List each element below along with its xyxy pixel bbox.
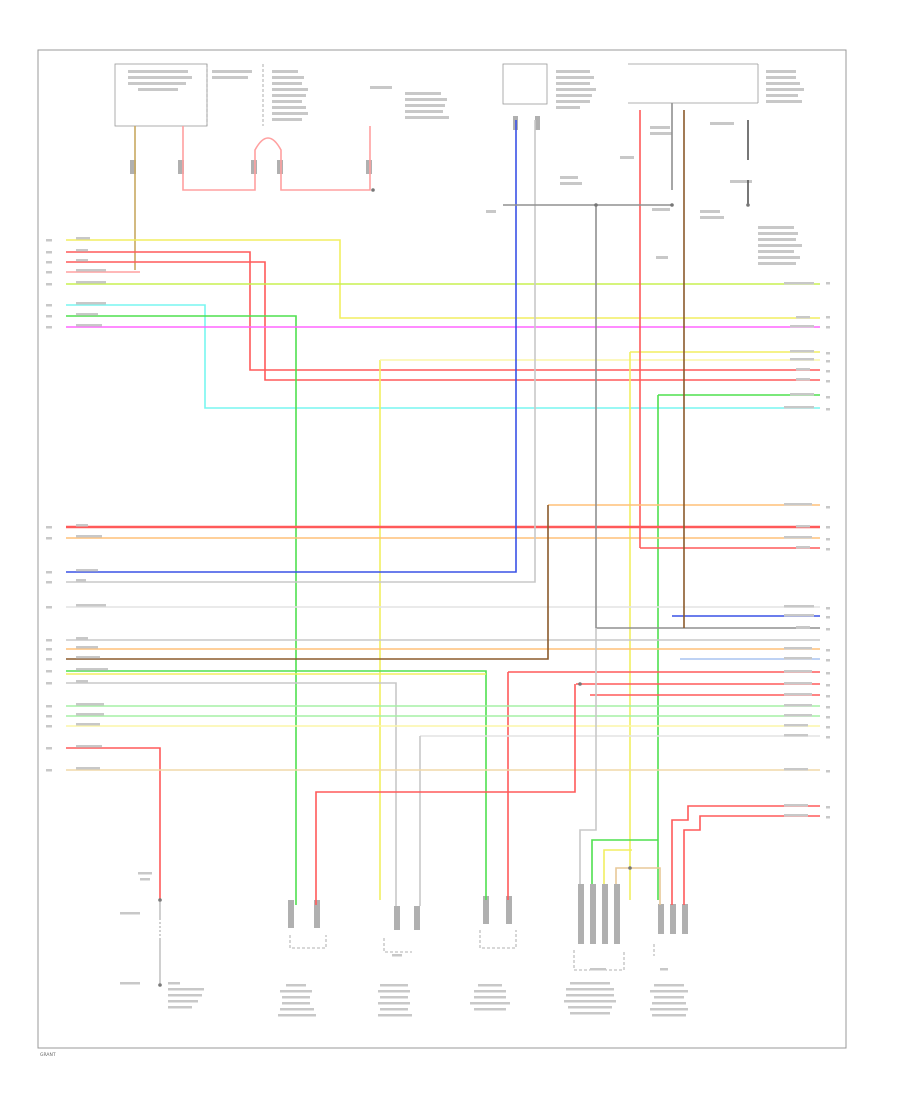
label-stubs bbox=[128, 70, 804, 265]
wire-red-bottom-1 bbox=[315, 684, 576, 905]
wire-red-3 bbox=[66, 261, 820, 381]
wire-green-bottom bbox=[591, 839, 658, 884]
wire-green-low-4 bbox=[66, 670, 487, 900]
wire-green-7 bbox=[66, 315, 297, 905]
right-pin-label-stubs bbox=[784, 282, 830, 819]
wire-tan-bottom bbox=[615, 867, 661, 905]
wire-yellow-bottom bbox=[603, 849, 632, 884]
bottom-component-outlines bbox=[289, 930, 655, 971]
wire-gray-low-5 bbox=[66, 682, 397, 906]
diagram-border bbox=[37, 49, 847, 1049]
wires bbox=[66, 103, 820, 906]
wire-pink-top-loop bbox=[182, 126, 371, 191]
wire-gray-bus bbox=[66, 120, 536, 583]
wire-blue-bus bbox=[66, 120, 517, 573]
wire-red-bottom-3 bbox=[683, 815, 820, 905]
wire-red-bottom-2 bbox=[671, 805, 820, 905]
wire-yellow-1 bbox=[66, 239, 820, 319]
bottom-label-stubs bbox=[120, 872, 688, 1017]
wire-gray-bottom-center bbox=[579, 628, 597, 884]
wire-red-low-6 bbox=[66, 747, 161, 900]
top-left-component-box bbox=[114, 63, 208, 127]
wire-brown-low-3 bbox=[66, 505, 549, 660]
connector-marks bbox=[130, 116, 688, 944]
top-center-component-box bbox=[502, 63, 548, 105]
footer-code: GRANT bbox=[40, 1052, 56, 1058]
splice-points bbox=[158, 188, 750, 987]
left-pin-label-stubs bbox=[46, 237, 108, 772]
wire-cyan-6 bbox=[66, 304, 820, 409]
